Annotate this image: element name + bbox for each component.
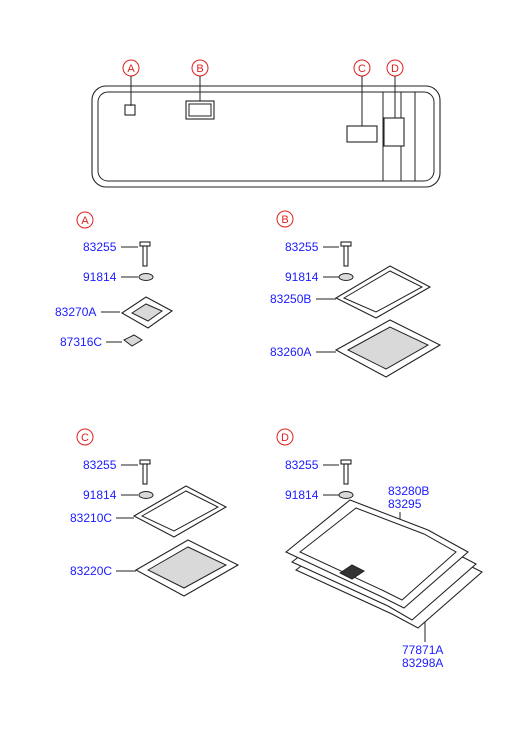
pan-c-well [146, 546, 228, 589]
section-c-circle [76, 428, 94, 446]
label-a-87316C: 87316C [60, 335, 102, 349]
washer-a [138, 273, 154, 281]
washer-b [338, 273, 354, 281]
hole-c [346, 125, 378, 143]
section-d: D 83255 91814 83280B 83295 77871A 83298A [276, 428, 483, 670]
callout-label-b: B [196, 63, 203, 75]
bolt-shank-c [142, 463, 148, 485]
label-b-91814: 91814 [285, 270, 319, 284]
cover-plate-c [132, 485, 228, 538]
section-b-tag: B [281, 214, 288, 226]
hole-a [124, 104, 136, 116]
overview-panel: A B C D [91, 59, 441, 188]
section-a-circle [76, 211, 94, 229]
label-d-77871A: 77871A [402, 643, 443, 657]
bolt-head-a [139, 241, 151, 247]
label-b-83250B: 83250B [270, 292, 311, 306]
bolt-head-d [340, 459, 352, 465]
washer-c [138, 491, 154, 499]
floor-cover-hatch [339, 564, 365, 580]
bolt-shank-d [343, 463, 349, 485]
cover-plate-b-inner [342, 270, 424, 313]
label-d-83280B: 83280B [388, 484, 429, 498]
section-a-tag: A [81, 215, 89, 227]
label-b-83260A: 83260A [270, 345, 311, 359]
section-b-circle [276, 210, 294, 228]
hole-b-inner [188, 103, 212, 117]
bolt-head-b [340, 241, 352, 247]
floor-cover-border [299, 507, 457, 601]
section-d-tag: D [281, 432, 289, 444]
label-a-83270A: 83270A [55, 305, 96, 319]
label-a-91814: 91814 [83, 270, 117, 284]
callout-label-a: A [127, 63, 135, 75]
section-b: B 83255 91814 83250B 83260A [270, 210, 442, 378]
panel-outline [91, 85, 441, 188]
bolt-head-c [139, 459, 151, 465]
section-c-tag: C [81, 432, 89, 444]
label-d-83298A: 83298A [402, 656, 443, 670]
plug-a [123, 334, 143, 347]
label-d-91814: 91814 [285, 488, 319, 502]
label-d-83255: 83255 [285, 458, 319, 472]
label-c-83255: 83255 [83, 458, 117, 472]
bolt-shank-b [343, 245, 349, 267]
label-d-83295: 83295 [388, 497, 422, 511]
label-c-83210C: 83210C [70, 511, 112, 525]
bolt-shank-a [142, 245, 148, 267]
washer-d [338, 491, 354, 499]
callout-label-d: D [391, 63, 399, 75]
callout-label-c: C [358, 63, 366, 75]
seal-cup-a-inner [130, 303, 164, 322]
label-b-83255: 83255 [285, 240, 319, 254]
label-c-83220C: 83220C [70, 564, 112, 578]
cover-plate-c-inner [140, 490, 220, 532]
label-c-91814: 91814 [83, 488, 117, 502]
section-a: A 83255 91814 83270A 87316C [55, 211, 174, 349]
pan-b-well [346, 326, 430, 370]
panel-inner-outline [97, 91, 435, 182]
section-d-circle [276, 428, 294, 446]
section-c: C 83255 91814 83210C 83220C [70, 428, 240, 597]
label-a-83255: 83255 [83, 240, 117, 254]
hole-d [383, 117, 405, 147]
